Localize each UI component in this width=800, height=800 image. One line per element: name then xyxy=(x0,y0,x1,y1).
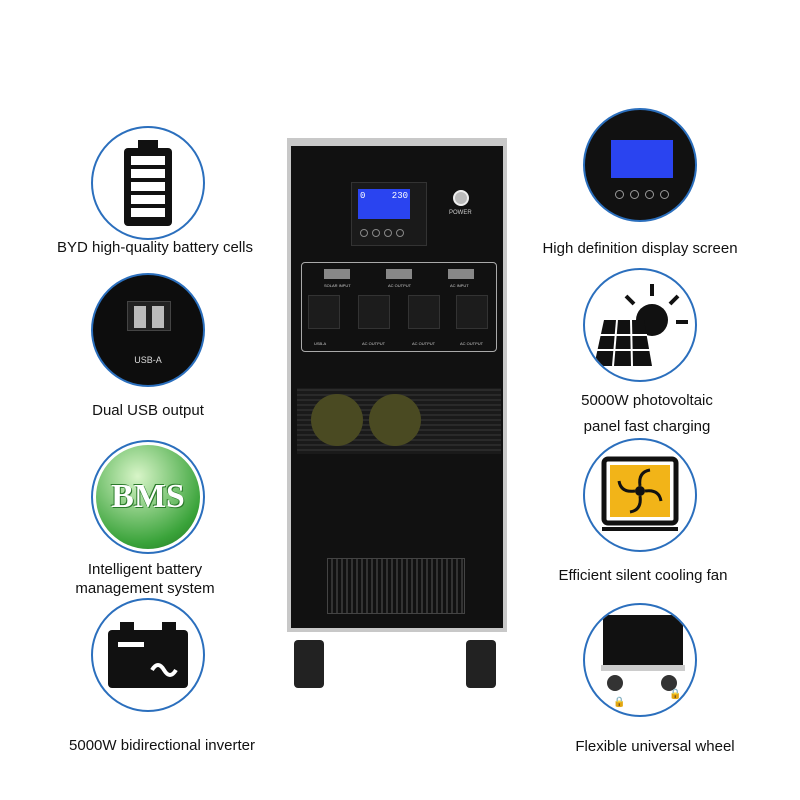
lock-icon: 🔒 xyxy=(669,689,682,700)
feature-label: BYD high-quality battery cells xyxy=(57,239,253,256)
usb-port-icon xyxy=(127,301,171,331)
solar-panel-icon xyxy=(594,284,688,367)
fan-feature-circle xyxy=(583,438,697,552)
battery-icon xyxy=(124,140,172,226)
wheel-feature-circle: 🔒 🔒 xyxy=(583,603,697,717)
ac-outlet xyxy=(408,295,440,329)
bms-feature-circle: BMS xyxy=(91,440,205,554)
feature-label: Flexible universal wheel xyxy=(575,738,735,755)
inverter-icon xyxy=(108,622,188,688)
feature-label: Dual USB output xyxy=(92,402,204,419)
vent-grille xyxy=(327,558,465,614)
feature-label: Efficient silent cooling fan xyxy=(558,567,728,584)
caster-wheel xyxy=(294,640,324,688)
display-feature-circle xyxy=(583,108,697,222)
lcd-display-module: 0 230 xyxy=(351,182,427,246)
display-icon xyxy=(611,140,673,178)
power-label: POWER xyxy=(449,210,472,216)
solar-feature-circle xyxy=(583,268,697,382)
fan-icon xyxy=(601,456,679,531)
inverter-feature-circle xyxy=(91,598,205,712)
feature-label: 5000W bidirectional inverter xyxy=(69,737,255,754)
usb-a-text: USB-A xyxy=(134,355,162,365)
power-station-product: 0 230 POWER SOLAR INPUT AC OUTPUT AC INP… xyxy=(287,138,507,632)
power-button[interactable] xyxy=(453,190,469,206)
battery-feature-circle xyxy=(91,126,205,240)
lock-icon: 🔒 xyxy=(613,697,626,708)
usb-feature-circle: USB-A xyxy=(91,273,205,387)
feature-label: High definition display screen xyxy=(542,240,738,257)
bms-icon: BMS xyxy=(96,445,200,549)
caster-wheel xyxy=(466,640,496,688)
wheel-icon xyxy=(603,615,683,665)
ac-outlet xyxy=(456,295,488,329)
usb-port xyxy=(308,295,340,329)
lcd-screen: 0 230 xyxy=(358,189,410,219)
feature-label: 5000W photovoltaic panel fast charging xyxy=(581,392,713,435)
port-panel: SOLAR INPUT AC OUTPUT AC INPUT USB-A AC … xyxy=(301,262,497,352)
feature-label: Intelligent battery management system xyxy=(75,561,215,597)
fan-grille xyxy=(297,388,501,454)
ac-outlet xyxy=(358,295,390,329)
